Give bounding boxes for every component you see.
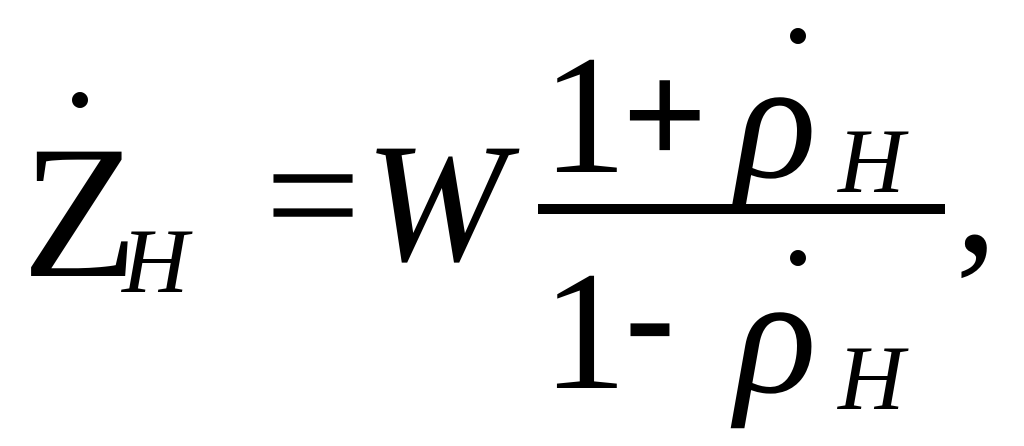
trailing-comma: , xyxy=(955,101,998,289)
lhs-symbol: Z xyxy=(22,108,139,318)
numerator-symbol: ρ xyxy=(735,26,817,214)
denominator-dot-accent-icon xyxy=(790,250,806,266)
coefficient: W xyxy=(365,109,507,297)
fraction-bar xyxy=(538,204,945,214)
numerator-one: 1 xyxy=(542,21,627,209)
lhs-subscript: H xyxy=(122,210,189,312)
denominator-one: 1 xyxy=(542,237,627,425)
lhs-dot-accent-icon xyxy=(72,92,88,108)
denominator-operator: - xyxy=(625,232,675,398)
numerator-subscript: H xyxy=(838,110,905,212)
numerator-operator: + xyxy=(622,32,708,198)
denominator-symbol: ρ xyxy=(735,241,817,429)
denominator-subscript: H xyxy=(838,327,905,429)
equals-sign: = xyxy=(265,101,361,289)
numerator-dot-accent-icon xyxy=(790,28,806,44)
